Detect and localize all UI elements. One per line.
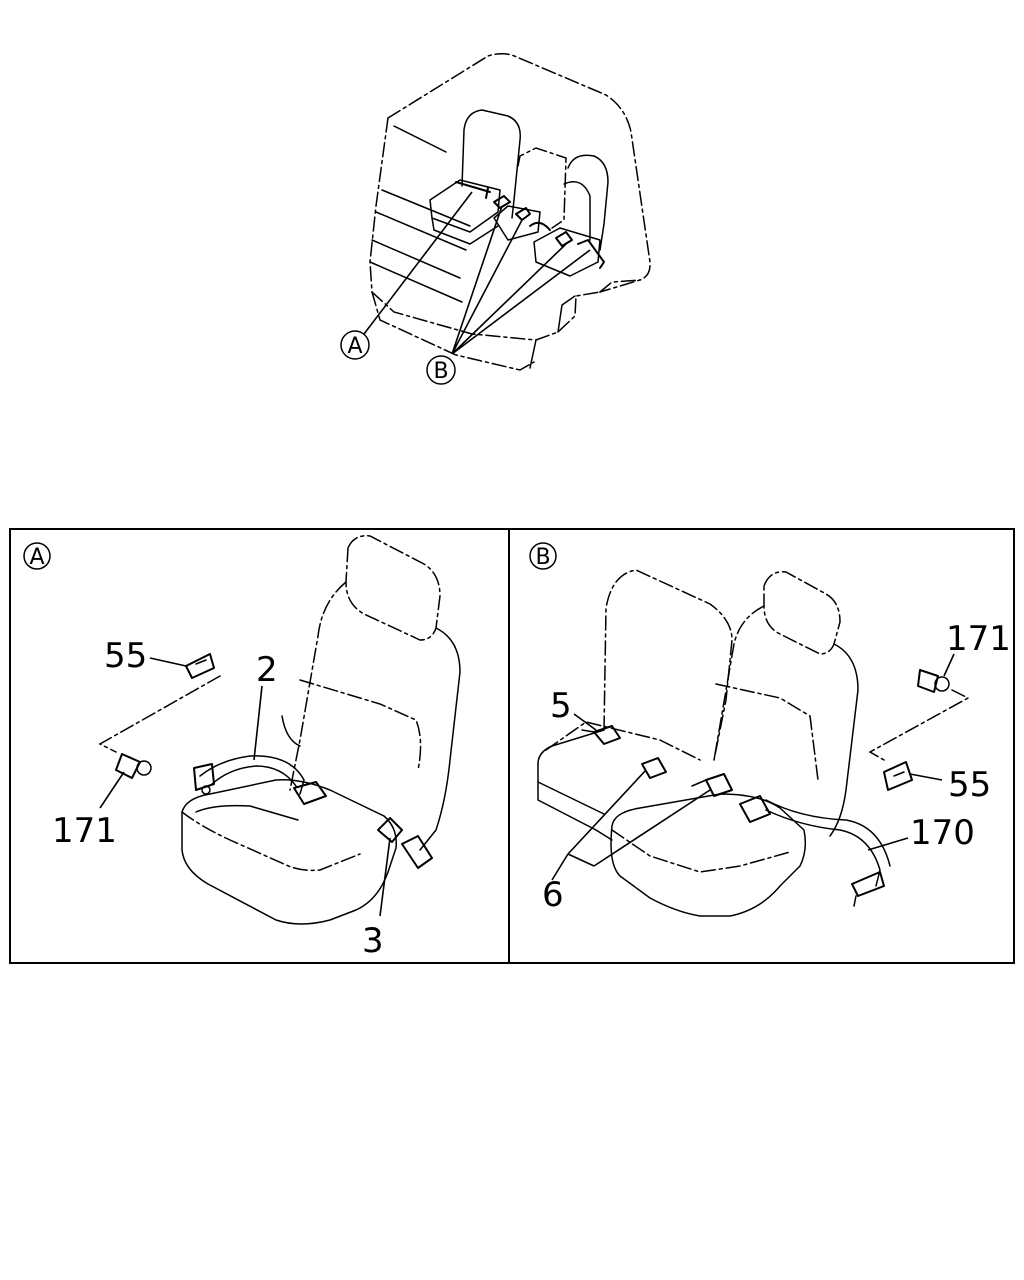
callout-a: A [340,330,370,360]
part-label-55: 55 [104,636,147,676]
callout-a-label: A [347,334,362,359]
part-label-171-b: 171 [946,619,1011,659]
part-label-2: 2 [256,650,278,690]
driver-seat-drawing [98,535,461,925]
detail-frame [9,528,1015,964]
part-label-171: 171 [52,811,117,851]
panel-b: B [529,542,1011,917]
cab-overview: A B [340,52,651,385]
callout-b-label: B [433,359,448,384]
part-label-5: 5 [550,686,572,726]
part-label-6: 6 [542,875,564,915]
part-label-3: 3 [362,921,384,961]
part-label-55-b: 55 [948,765,991,805]
callout-b: B [426,355,456,385]
panel-b-badge-label: B [535,545,550,570]
panel-b-badge: B [529,542,557,570]
panel-a: A [23,535,461,961]
part-label-170: 170 [910,813,975,853]
panel-a-badge-label: A [29,545,44,570]
panel-a-badge: A [23,542,51,570]
bench-seat-drawing [537,569,970,917]
